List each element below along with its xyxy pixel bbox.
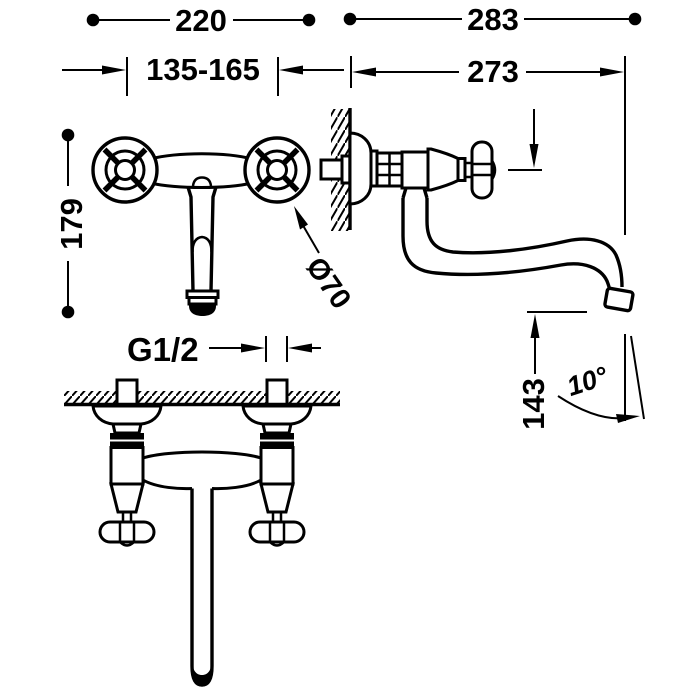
- thread-label: G1/2: [127, 331, 199, 368]
- spout-swivel-collar: [191, 235, 213, 253]
- dim-overall-width-label: 220: [175, 3, 227, 38]
- left-valve-column: [91, 404, 163, 547]
- front-view: [91, 136, 311, 316]
- bottom-spout-tube: [190, 488, 214, 687]
- dim-spout-drop: 143: [508, 109, 587, 430]
- bridge-top-edge: [142, 450, 262, 460]
- right-inlet-stub: [265, 378, 289, 407]
- dim-spout-reach-label: 273: [467, 54, 519, 89]
- spout-outlet-tip: [603, 286, 635, 313]
- faucet-body-bar: [148, 152, 254, 189]
- dim-center-distance-label: 135-165: [146, 52, 260, 87]
- spout-outline-upper: [425, 198, 624, 288]
- right-valve-column: [241, 404, 313, 547]
- dim-body-height-label: 179: [54, 198, 89, 250]
- dimensions: 220 283 135-165 273: [54, 2, 645, 430]
- wall-hatching-bottom: [64, 391, 340, 404]
- spout-nut-dome: [191, 176, 213, 187]
- dim-spout-reach: 273: [350, 54, 626, 235]
- right-cross-handle: [243, 136, 311, 204]
- spout-outline-lower: [401, 198, 612, 294]
- valve-body: [400, 150, 430, 190]
- dim-overall-width: 220: [86, 3, 316, 38]
- spout-junction-right: [422, 187, 429, 199]
- bridge-bottom-right: [211, 478, 262, 491]
- bonnet-cone: [426, 147, 460, 192]
- bottom-spout-tip-cap: [192, 662, 212, 686]
- bottom-view: [64, 378, 340, 687]
- dim-overall-depth-label: 283: [467, 2, 519, 37]
- handle-diameter-label: Ø70: [299, 252, 357, 315]
- front-spout-tube-right: [209, 186, 218, 292]
- left-inlet-stub: [115, 378, 139, 407]
- dim-thread: G1/2: [127, 331, 321, 368]
- side-handle-profile: [470, 140, 497, 200]
- dim-center-distance: 135-165: [62, 52, 344, 96]
- spout-junction-left: [401, 187, 408, 199]
- bridge-bottom-left: [142, 478, 193, 491]
- spout-outlet-cap: [189, 303, 216, 316]
- dim-body-height: 179: [54, 128, 89, 319]
- side-view: [319, 108, 635, 313]
- spout-angle-label: 10°: [563, 361, 611, 402]
- escutcheon: [348, 131, 373, 206]
- dim-spout-drop-label: 143: [516, 378, 551, 430]
- left-cross-handle: [91, 136, 159, 204]
- dim-spout-angle: 10°: [557, 334, 645, 423]
- front-spout-tube: [186, 186, 195, 292]
- inlet-stub: [319, 158, 344, 181]
- ring-section: [375, 151, 404, 188]
- dim-overall-depth: 283: [343, 2, 642, 37]
